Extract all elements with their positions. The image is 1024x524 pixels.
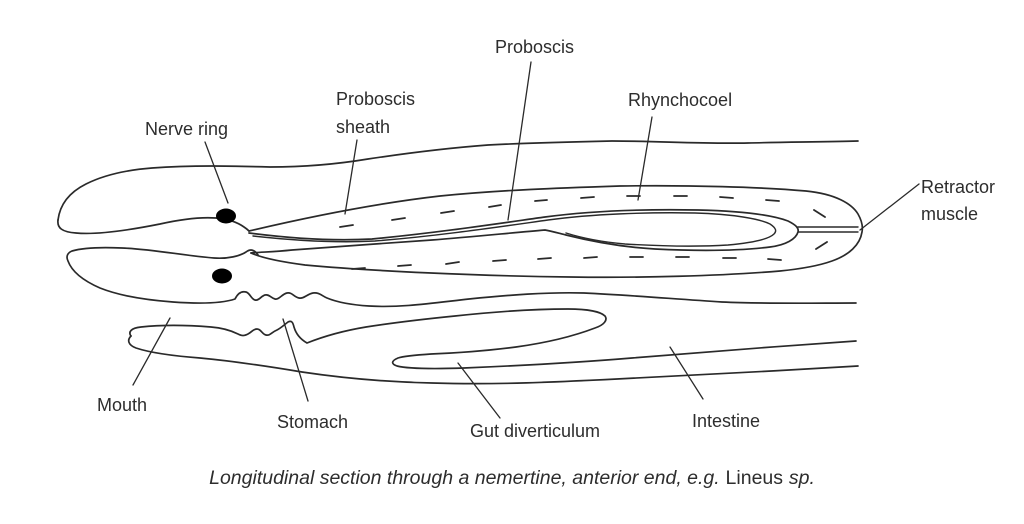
ventral-body-outline-path	[127, 335, 859, 385]
label-retractor-muscle: Retractor muscle	[921, 174, 995, 228]
caption-text-italic-after: sp.	[788, 467, 815, 489]
intestine-leader-line	[669, 346, 704, 400]
label-gut-diverticulum: Gut diverticulum	[470, 421, 601, 441]
label-proboscis: Proboscis	[495, 37, 575, 57]
label-proboscis-sheath: Proboscis sheath	[336, 85, 415, 141]
rhynchocoel-dashes-lower	[351, 241, 828, 270]
mouth-stomach-diverticulum-path	[129, 308, 857, 370]
rhynchocoel-leader-line	[637, 116, 653, 201]
lower-lobe-stomach-intestine-path	[66, 246, 857, 308]
proboscis-sheath-leader-line	[344, 139, 358, 215]
rhynchocoel-dashes-upper	[339, 195, 826, 228]
dorsal-body-outline-path	[57, 140, 859, 221]
label-nerve-ring: Nerve ring	[145, 119, 229, 139]
proboscis-sheath-outline-path	[248, 184, 864, 279]
proboscis-leader-line	[507, 61, 532, 221]
nerve-ring-leader-line	[204, 141, 229, 204]
caption-genus-name: Lineus	[725, 467, 784, 489]
retractor-muscle-leader-line	[859, 183, 920, 231]
label-proboscis-sheath-line2: sheath	[336, 117, 391, 137]
nerve-ring-dot-dorsal	[216, 208, 236, 224]
caption-text-italic-before: Longitudinal section through a nemertine…	[209, 467, 720, 489]
nerve-ring-dot-ventral	[212, 268, 232, 284]
upper-lobe-bottom-path	[57, 216, 250, 235]
mouth-leader-line	[132, 317, 171, 386]
label-retractor-muscle-line1: Retractor	[921, 177, 996, 197]
label-intestine: Intestine	[692, 411, 761, 431]
figure-caption: Longitudinal section through a nemertine…	[0, 467, 1024, 490]
label-stomach: Stomach	[277, 412, 349, 432]
proboscis-lumen-path	[252, 212, 777, 247]
retractor-muscle-path	[797, 226, 859, 233]
gut-diverticulum-leader-line	[457, 362, 501, 419]
label-rhynchocoel: Rhynchocoel	[628, 90, 733, 110]
label-retractor-muscle-line2: muscle	[921, 204, 979, 224]
label-proboscis-sheath-line1: Proboscis	[336, 89, 416, 109]
stomach-leader-line	[282, 318, 309, 402]
label-mouth: Mouth	[97, 395, 148, 415]
proboscis-wall-path	[248, 208, 800, 254]
